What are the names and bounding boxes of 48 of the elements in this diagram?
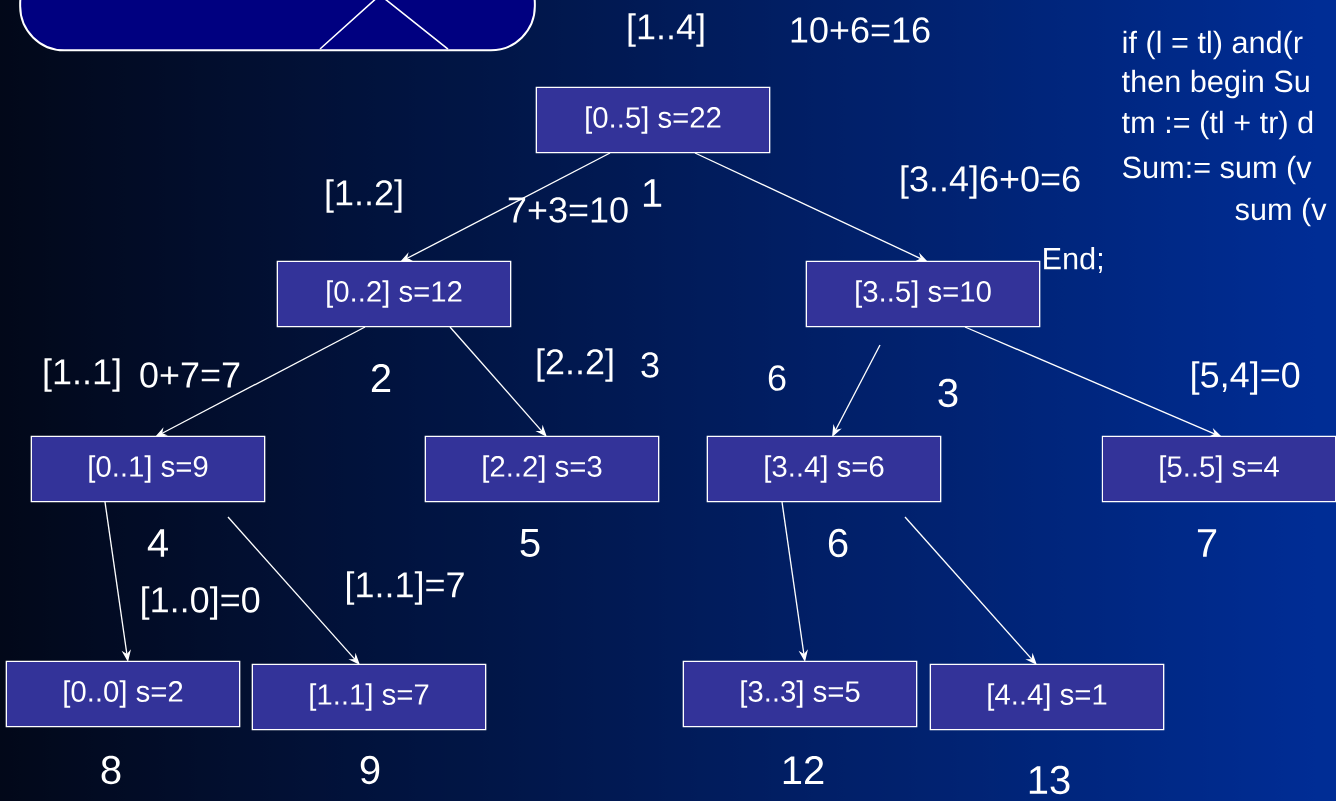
annotation: [1..2] xyxy=(326,179,402,213)
node-number: 8 xyxy=(101,755,121,785)
annotation: 3 xyxy=(641,352,659,378)
tree-node-box: [0..0] s=2 xyxy=(5,660,241,728)
code-line: sum (v xyxy=(1235,197,1327,227)
annotation: [2..2] xyxy=(537,348,613,382)
node-number: 9 xyxy=(360,755,380,785)
node-number: 1 xyxy=(643,179,662,207)
annotation: [3..4]6+0=6 xyxy=(901,165,1080,199)
code-line: Sum:= sum (v xyxy=(1123,155,1312,185)
arrow xyxy=(227,516,360,665)
node-number: 5 xyxy=(520,529,540,557)
node-number: 13 xyxy=(1029,765,1070,795)
tree-node-box: [4..4] s=1 xyxy=(929,663,1165,731)
node-number: 7 xyxy=(1197,529,1217,557)
tree-node-box: [0..1] s=9 xyxy=(30,435,266,503)
annotation: [1..1] xyxy=(44,358,120,392)
arrow xyxy=(449,326,547,437)
arrow xyxy=(832,344,881,437)
code-line: then begin Su xyxy=(1122,69,1309,99)
annotation: 0+7=7 xyxy=(140,362,240,388)
annotation: 10+6=16 xyxy=(791,17,930,43)
tree-node-box: [3..3] s=5 xyxy=(682,660,918,728)
annotation: 6 xyxy=(768,365,786,391)
annotation: [5,4]=0 xyxy=(1192,361,1300,395)
code-line: if (l = tl) and(r xyxy=(1123,30,1303,60)
code-line: End; xyxy=(1044,246,1102,274)
node-number: 4 xyxy=(147,529,168,557)
tree-node-box: [5..5] s=4 xyxy=(1101,435,1336,503)
tree-node-box: [0..5] s=22 xyxy=(535,86,771,154)
tree-node-box: [0..2] s=12 xyxy=(276,260,512,328)
annotation: 7+3=10 xyxy=(508,197,628,223)
arrow xyxy=(400,152,611,262)
annotation: [1..1]=7 xyxy=(347,571,464,605)
annotation: [1..4] xyxy=(628,13,704,47)
tree-node-box: [3..4] s=6 xyxy=(706,435,942,503)
tree-node-box: [3..5] s=10 xyxy=(805,260,1041,328)
node-number: 2 xyxy=(371,364,391,392)
arrow xyxy=(155,326,366,437)
code-line: tm := (tl + tr) d xyxy=(1122,110,1313,140)
tree-node-box: [2..2] s=3 xyxy=(424,435,660,503)
node-number: 3 xyxy=(938,378,958,408)
node-number: 6 xyxy=(828,528,848,558)
rounded-panel xyxy=(19,0,536,52)
arrow xyxy=(904,516,1037,665)
tree-node-box: [1..1] s=7 xyxy=(251,663,487,731)
node-number: 12 xyxy=(783,756,824,784)
annotation: [1..0]=0 xyxy=(142,586,260,620)
